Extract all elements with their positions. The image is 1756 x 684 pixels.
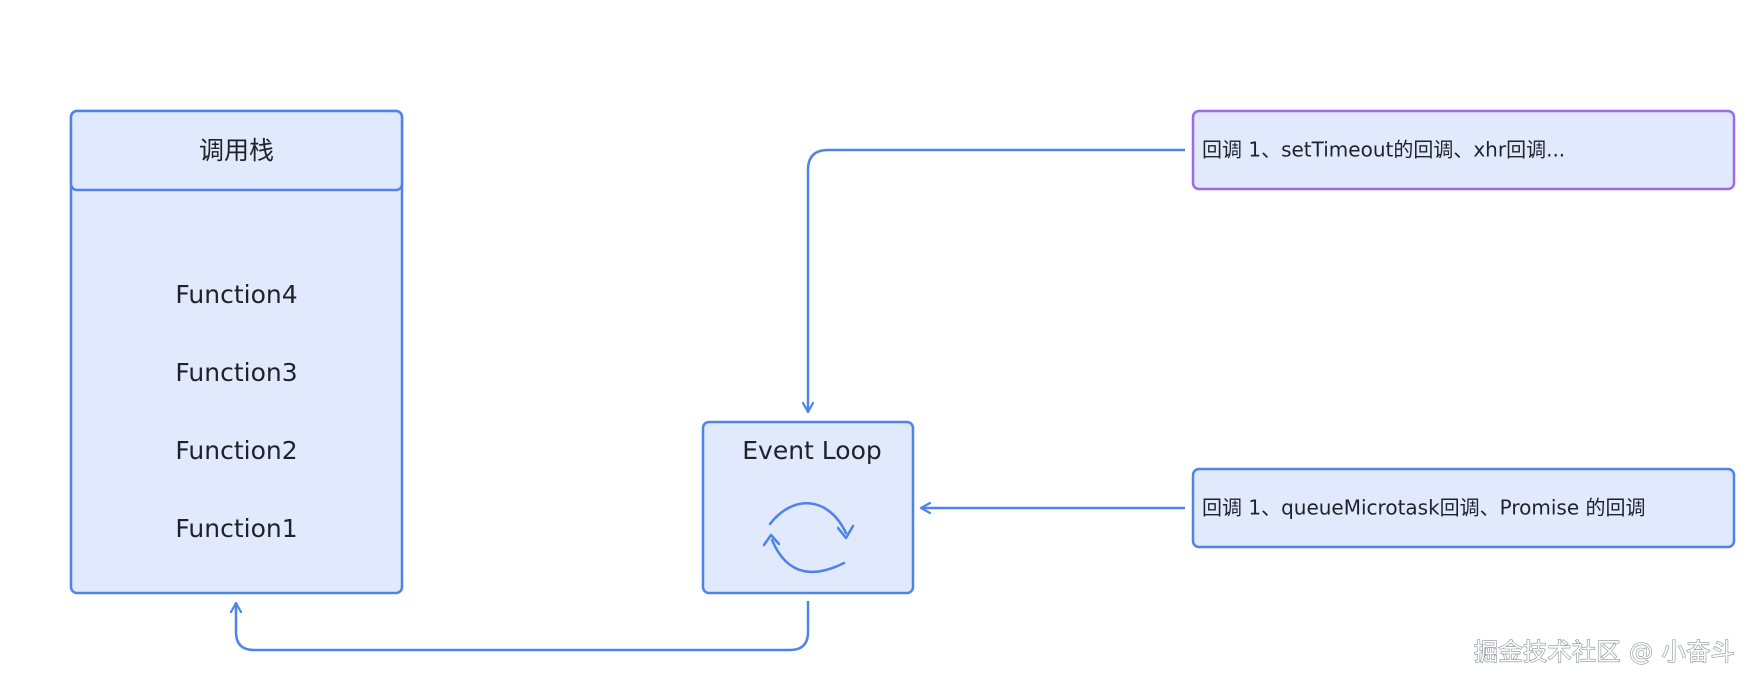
event-loop-to-call-stack-arrow [236, 601, 810, 652]
event-loop-box [701, 420, 915, 595]
micro-task-queue-text: 回调 1、queueMicrotask回调、Promise 的回调 [1202, 496, 1646, 520]
call-stack-title: 调用栈 [199, 136, 274, 165]
call-stack: 调用栈 Function4 Function3 Function2 Functi… [69, 109, 404, 595]
event-loop-title: Event Loop [742, 436, 882, 465]
call-stack-header [69, 109, 404, 192]
stack-function-4: Function4 [175, 280, 297, 309]
watermark: 掘金技术社区 @ 小奋斗 [1473, 637, 1736, 666]
macro-task-queue: 回调 1、setTimeout的回调、xhr回调... [1191, 109, 1736, 191]
stack-function-3: Function3 [175, 358, 297, 387]
micro-task-queue-box [1191, 467, 1736, 549]
micro-task-queue: 回调 1、queueMicrotask回调、Promise 的回调 [1191, 467, 1736, 549]
stack-function-2: Function2 [175, 436, 297, 465]
cycle-arrows-icon [762, 502, 855, 574]
macro-queue-to-event-loop-arrow [808, 148, 1185, 412]
stack-function-1: Function1 [175, 514, 297, 543]
macro-task-queue-text: 回调 1、setTimeout的回调、xhr回调... [1202, 138, 1565, 162]
event-loop: Event Loop [701, 420, 915, 595]
macro-task-queue-box [1191, 109, 1736, 191]
